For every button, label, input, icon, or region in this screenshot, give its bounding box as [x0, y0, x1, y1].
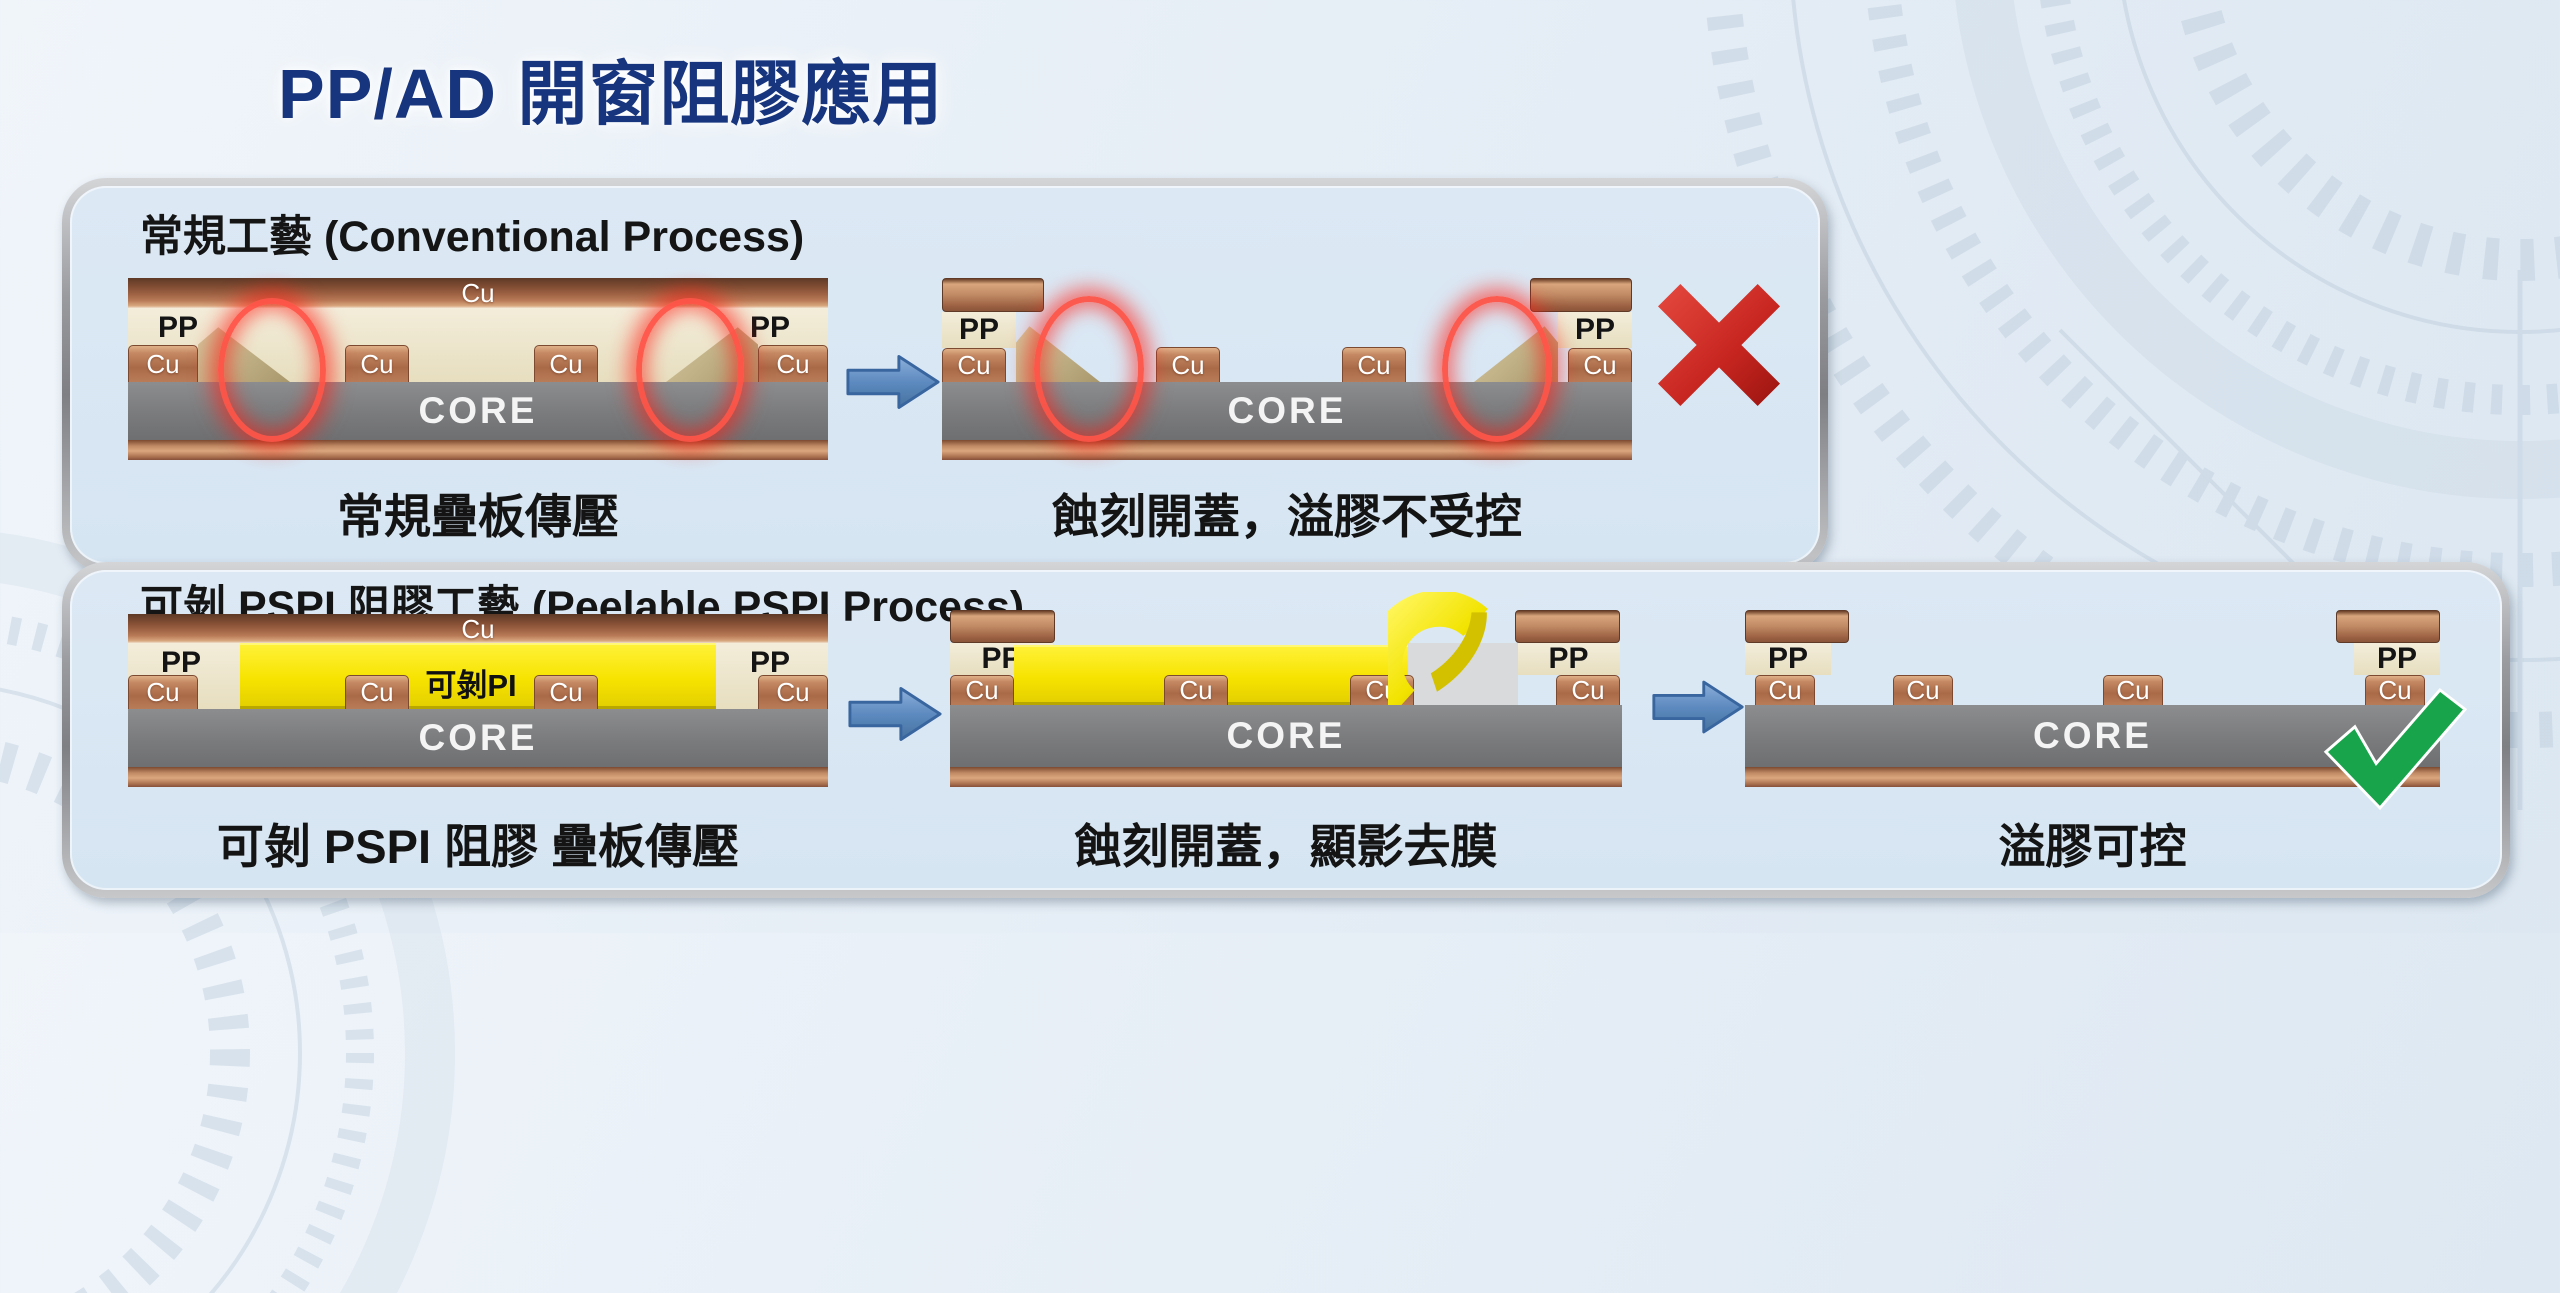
diagram-conventional-lamination: Cu PP PP Cu Cu Cu Cu CORE: [128, 278, 828, 460]
diagram-pspi-lamination: Cu PP PP 可剝PI Cu Cu Cu Cu CORE: [128, 608, 828, 788]
cu-pad: Cu: [942, 348, 1006, 382]
layer-cu-top-sheet: Cu: [128, 278, 828, 308]
step-caption: 溢膠可控: [1998, 820, 2187, 873]
cu-pad: Cu: [345, 345, 409, 382]
cu-pad: Cu: [1164, 675, 1228, 705]
layer-core: CORE: [950, 705, 1622, 767]
cu-cap-block: [2336, 610, 2440, 643]
layer-core: CORE: [128, 709, 828, 767]
fail-x-icon: [1658, 284, 1780, 406]
cu-cap-block: [1745, 610, 1849, 643]
step-caption: 蝕刻開蓋，顯影去膜: [1074, 820, 1498, 873]
cu-pad: Cu: [1893, 675, 1953, 705]
pp-column: PP: [1558, 312, 1632, 348]
cu-pad: Cu: [758, 345, 828, 382]
cu-pad: Cu: [758, 675, 828, 709]
cu-pad: Cu: [128, 675, 198, 709]
cu-pad: Cu: [1342, 347, 1406, 382]
cu-label: Cu: [461, 278, 495, 308]
defect-highlight-ring: [636, 298, 744, 442]
flow-arrow-icon: [846, 355, 940, 409]
defect-highlight-ring: [1034, 296, 1144, 442]
panel-peelable-pspi: 可剝 PSPI 阻膠工藝 (Peelable PSPI Process) Cu …: [62, 562, 2510, 898]
diagram-pspi-peel: PP Cu PP Cu Cu Cu CORE: [950, 592, 1622, 788]
pp-column: PP: [1745, 642, 1831, 675]
layer-cu-bottom: [128, 440, 828, 460]
cu-cap-block: [1515, 610, 1620, 643]
cu-pad: Cu: [1156, 347, 1220, 382]
flow-arrow-icon: [1652, 680, 1744, 734]
step-caption: 可剝 PSPI 阻膠 疊板傳壓: [216, 820, 740, 873]
panel1-header: 常規工藝 (Conventional Process): [140, 213, 805, 261]
cu-pad: Cu: [1755, 675, 1815, 705]
defect-highlight-ring: [1442, 296, 1552, 442]
pass-check-icon: [2323, 688, 2467, 811]
pp-column: PP: [942, 312, 1016, 348]
core-label: CORE: [418, 390, 538, 431]
cu-pad: Cu: [950, 675, 1014, 705]
pp-label: PP: [158, 311, 199, 344]
cu-pad: Cu: [1556, 675, 1620, 705]
peelable-pi-label: 可剝PI: [425, 668, 517, 703]
flow-arrow-icon: [848, 687, 942, 741]
cu-pad: Cu: [2103, 675, 2163, 705]
cu-pad: Cu: [534, 675, 598, 709]
cu-cap-block: [950, 610, 1055, 643]
diagram-pspi-result: PP Cu PP Cu Cu Cu CORE: [1745, 608, 2440, 788]
layer-cu-bottom: [950, 767, 1622, 787]
diagram-conventional-etched: PP Cu PP Cu Cu Cu CORE: [942, 278, 1632, 460]
cu-pad: Cu: [128, 345, 198, 382]
cu-pad: Cu: [345, 675, 409, 709]
cu-pad: Cu: [1568, 348, 1632, 382]
cu-cap-block: [1530, 278, 1632, 312]
layer-cu-bottom: [128, 767, 828, 787]
cu-cap-block: [942, 278, 1044, 312]
cu-pad: Cu: [2365, 675, 2425, 705]
peel-curl-icon: [1388, 592, 1488, 710]
pp-label: PP: [750, 311, 791, 344]
panel-conventional: 常規工藝 (Conventional Process) Cu PP PP Cu …: [62, 178, 1828, 572]
step-caption: 常規疊板傳壓: [337, 490, 619, 543]
pp-column: PP: [1517, 642, 1620, 675]
layer-core: CORE: [1745, 705, 2440, 767]
layer-cu-bottom: [942, 440, 1632, 460]
panel-conventional-inner: 常規工藝 (Conventional Process) Cu PP PP Cu …: [70, 186, 1820, 564]
peelable-pi-layer: [240, 643, 716, 709]
defect-highlight-ring: [218, 298, 326, 442]
cu-pad: Cu: [534, 345, 598, 382]
layer-cu-top-sheet: Cu: [128, 614, 828, 644]
layer-cu-bottom: [1745, 767, 2440, 787]
panel-peelable-inner: 可剝 PSPI 阻膠工藝 (Peelable PSPI Process) Cu …: [70, 570, 2502, 890]
step-caption: 蝕刻開蓋，溢膠不受控: [1052, 490, 1522, 543]
pp-column: PP: [2354, 642, 2440, 675]
page-title: PP/AD 開窗阻膠應用: [278, 55, 944, 133]
